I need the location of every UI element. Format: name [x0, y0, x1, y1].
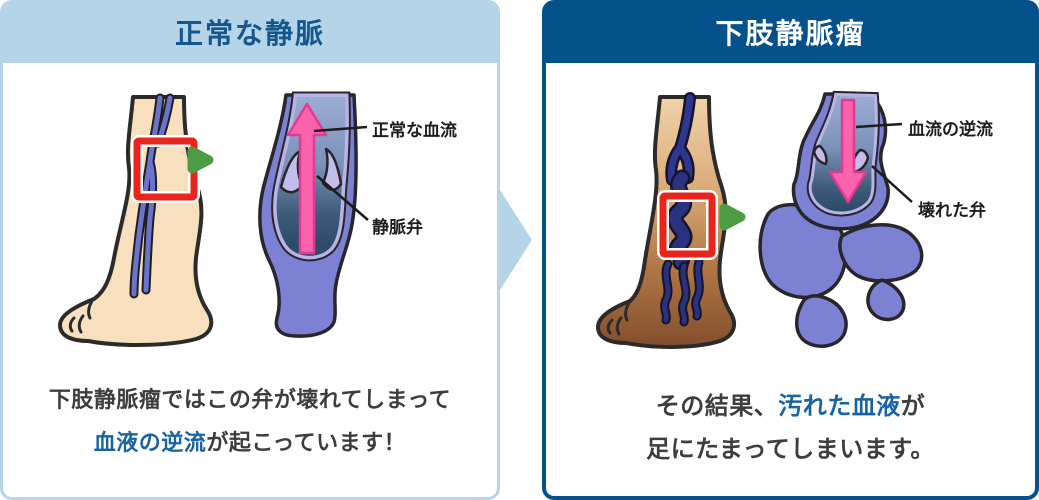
panel-normal-body: 正常な血流 静脈弁 下肢静脈瘤ではこの弁が壊れてしまって 血液の逆流が起こってい… — [0, 63, 500, 500]
arrow-up-icon — [286, 102, 328, 255]
broken-valve-leaflets — [812, 144, 870, 174]
label-reflux-flow: 血流の逆流 — [908, 120, 993, 139]
annotation-lines — [313, 125, 369, 221]
varicose-leg — [596, 92, 746, 349]
caption-varicose-line1: その結果、汚れた血液が — [655, 393, 926, 420]
panel-normal-header: 正常な静脈 — [0, 0, 500, 63]
panel-varicose-title: 下肢静脈瘤 — [715, 17, 866, 49]
panel-normal-title: 正常な静脈 — [174, 17, 325, 49]
caption-varicose-line2: 足にたまってしまいます。 — [646, 436, 935, 464]
caption-varicose: その結果、汚れた血液が 足にたまってしまいます。 — [546, 385, 1035, 471]
caption-normal: 下肢静脈瘤ではこの弁が壊れてしまって 血液の逆流が起こっています！ — [3, 379, 497, 465]
triangle-right-icon — [187, 146, 214, 174]
label-broken-valve: 壊れた弁 — [918, 201, 986, 220]
label-vein-valve: 静脈弁 — [372, 218, 423, 237]
caption-normal-line1: 下肢静脈瘤ではこの弁が壊れてしまって — [48, 387, 452, 412]
annotation-lines — [855, 122, 913, 203]
label-normal-flow: 正常な血流 — [372, 121, 457, 140]
panel-varicose-vein: 下肢静脈瘤 — [542, 0, 1039, 500]
triangle-right-icon — [719, 203, 746, 231]
panel-varicose-body: 血流の逆流 壊れた弁 その結果、汚れた血液が 足にたまってしまいます。 — [542, 63, 1039, 500]
normal-vein-closeup — [258, 91, 358, 338]
highlighted-text: 血液の逆流 — [93, 429, 207, 455]
panel-varicose-header: 下肢静脈瘤 — [542, 0, 1039, 63]
varicose-vein-closeup — [758, 90, 924, 348]
red-frame-icon — [657, 190, 718, 260]
caption-normal-line2: 血液の逆流が起こっています！ — [93, 429, 407, 455]
normal-leg-vein — [129, 93, 175, 299]
normal-leg — [58, 93, 214, 347]
triangle-right-icon — [498, 187, 532, 293]
arrow-down-icon — [828, 98, 868, 204]
panel-normal-vein: 正常な静脈 — [0, 0, 500, 500]
varicose-leg-illustration — [596, 90, 924, 349]
normal-leg-illustration — [58, 91, 369, 347]
highlighted-text: 汚れた血液 — [778, 393, 901, 420]
